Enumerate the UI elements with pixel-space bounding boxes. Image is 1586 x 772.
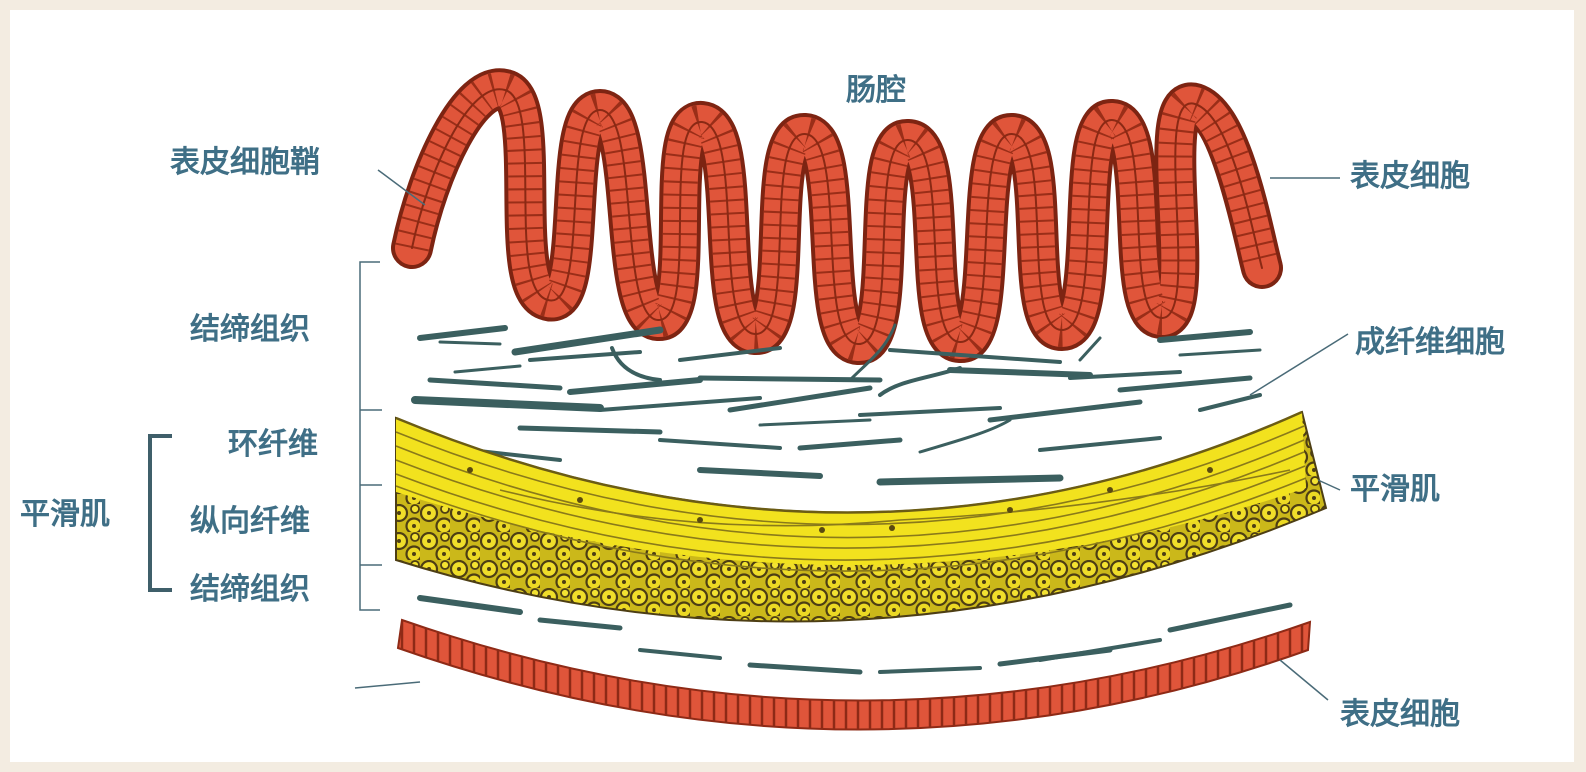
title-lumen: 肠腔 xyxy=(846,76,906,106)
label-smooth-muscle-left: 平滑肌 xyxy=(20,500,110,530)
label-smooth-muscle-right: 平滑肌 xyxy=(1350,475,1440,505)
diagram-frame: 肠腔 表皮细胞鞘 表皮细胞 结缔组织 成纤维细胞 环纤维 平滑肌 纵向纤维 平滑… xyxy=(10,10,1574,762)
smooth-muscle-bracket xyxy=(150,436,172,590)
label-fibroblast: 成纤维细胞 xyxy=(1355,328,1505,358)
label-connective-tissue-top: 结缔组织 xyxy=(190,315,310,345)
label-connective-tissue-bottom: 结缔组织 xyxy=(190,575,310,605)
label-circular-fibers: 环纤维 xyxy=(228,430,318,460)
villi-epithelium xyxy=(412,89,1262,344)
label-epidermal-cells-bottom: 表皮细胞 xyxy=(1340,700,1460,730)
label-longitudinal-fibers: 纵向纤维 xyxy=(190,507,310,537)
bottom-epithelium xyxy=(398,620,1310,730)
intestine-wall-illustration xyxy=(10,10,1574,762)
label-epidermal-cell-sheath: 表皮细胞鞘 xyxy=(170,148,320,178)
label-epidermal-cells-top: 表皮细胞 xyxy=(1350,162,1470,192)
